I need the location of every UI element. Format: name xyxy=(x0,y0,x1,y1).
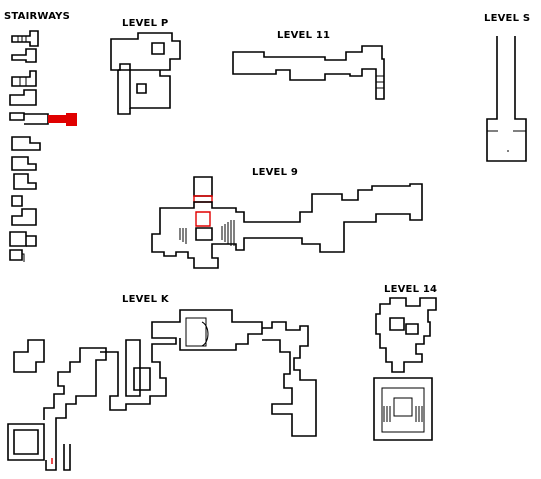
level-p-map xyxy=(110,32,181,115)
level-9-map xyxy=(151,176,423,269)
level-p-title: LEVEL P xyxy=(122,18,168,29)
stairways-map xyxy=(9,30,77,262)
level-14-map xyxy=(373,297,437,441)
level-14-title: LEVEL 14 xyxy=(384,284,437,295)
level-s-map xyxy=(486,36,527,162)
level-k-map xyxy=(7,309,317,471)
stairway-highlight-block xyxy=(48,115,66,123)
level-11-title: LEVEL 11 xyxy=(277,30,330,41)
level-s-title: LEVEL S xyxy=(484,13,530,24)
level-9-title: LEVEL 9 xyxy=(252,167,298,178)
stairway-highlight-end xyxy=(66,113,77,126)
level-k-title: LEVEL K xyxy=(122,294,170,305)
level-11-map xyxy=(232,45,385,100)
stairways-title: STAIRWAYS xyxy=(4,11,70,22)
